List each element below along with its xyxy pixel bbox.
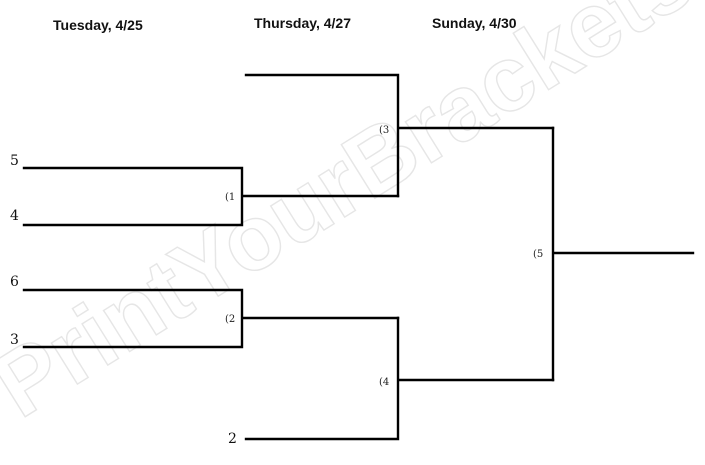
game-label-3: (3 xyxy=(379,125,389,136)
bracket-game-1-lines xyxy=(22,166,400,227)
game-label-5: (5 xyxy=(533,249,543,260)
bracket-final-lines xyxy=(551,126,695,382)
bracket-game-3-lines xyxy=(244,73,555,198)
game-label-1: (1 xyxy=(225,192,235,203)
seed-label-6: 6 xyxy=(10,274,19,290)
game-label-4: (4 xyxy=(379,377,389,388)
game-label-2: (2 xyxy=(225,314,235,325)
seed-label-3: 3 xyxy=(10,332,19,348)
seed-label-5: 5 xyxy=(10,153,19,169)
seed-label-2: 2 xyxy=(228,431,237,447)
bracket-game-4-lines xyxy=(244,316,555,441)
bracket-game-2-lines xyxy=(22,288,400,349)
round-header-tuesday: Tuesday, 4/25 xyxy=(53,17,143,33)
watermark: PrintYourBrackets xyxy=(0,0,705,438)
round-header-sunday: Sunday, 4/30 xyxy=(432,15,517,31)
seed-label-4: 4 xyxy=(10,208,19,224)
round-header-thursday: Thursday, 4/27 xyxy=(254,15,351,31)
